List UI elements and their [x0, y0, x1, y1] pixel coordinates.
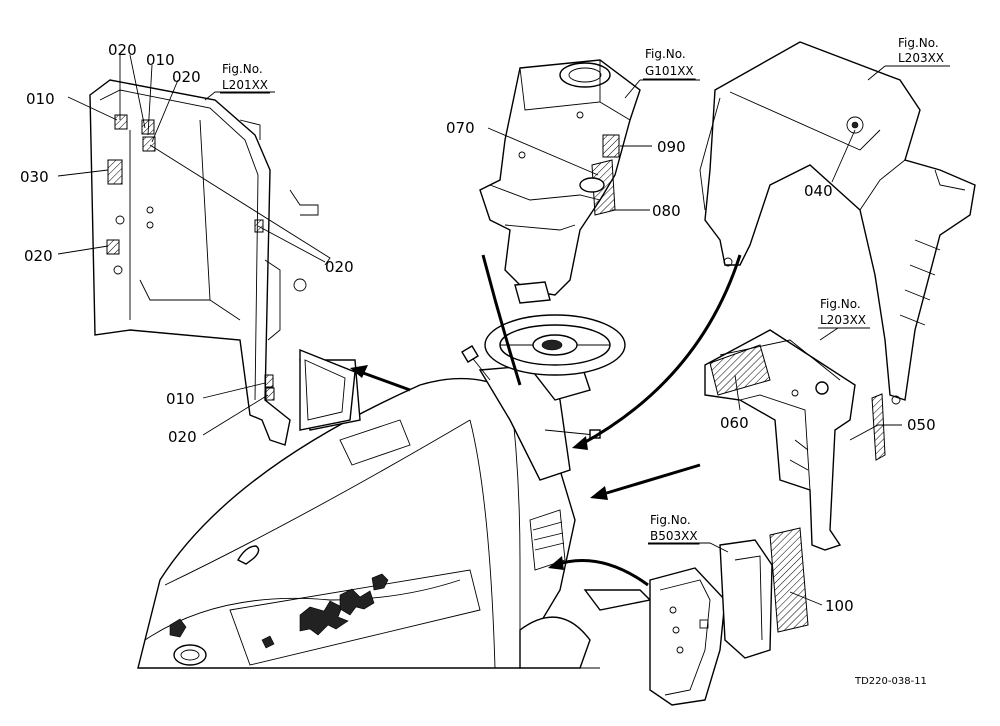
side-fender-panel: [704, 329, 886, 551]
callout-090: 090: [657, 138, 686, 156]
figure-ref-g101: Fig.No. G101XX: [643, 47, 696, 80]
callout-060: 060: [720, 414, 749, 432]
fig-ref-code: G101XX: [645, 64, 694, 78]
callout-labels: 020 010 020 010 030 020 020 010 020 070 …: [20, 41, 936, 615]
callout-030: 030: [20, 168, 49, 186]
callout-010: 010: [146, 51, 175, 69]
figure-ref-l203-top: Fig.No. L203XX: [896, 36, 947, 67]
callout-020: 020: [168, 428, 197, 446]
callout-100: 100: [825, 597, 854, 615]
callout-020: 020: [325, 258, 354, 276]
callout-020: 020: [24, 247, 53, 265]
fig-ref-title: Fig.No.: [898, 36, 939, 50]
figure-ref-l203-mid: Fig.No. L203XX: [818, 297, 869, 329]
steering-wheel: [484, 314, 626, 376]
rear-fender-cover: [699, 41, 976, 405]
callout-070: 070: [446, 119, 475, 137]
fig-ref-code: L203XX: [898, 51, 944, 65]
fig-ref-code: L201XX: [222, 78, 268, 92]
fig-ref-code: L203XX: [820, 313, 866, 327]
figure-ref-b503: Fig.No. B503XX: [648, 513, 700, 545]
fig-ref-title: Fig.No.: [222, 62, 263, 76]
drawing-code: TD220-038-11: [854, 676, 927, 687]
fig-ref-code: B503XX: [650, 529, 698, 543]
callout-040: 040: [804, 182, 833, 200]
rops-frame-panel: [89, 79, 356, 446]
steering-column-cover: [479, 59, 641, 304]
fig-ref-title: Fig.No.: [645, 47, 686, 61]
callout-020: 020: [108, 41, 137, 59]
figure-ref-l201: Fig.No. L201XX: [220, 62, 271, 94]
leader-lines: [57, 54, 950, 606]
callout-080: 080: [652, 202, 681, 220]
callout-020: 020: [172, 68, 201, 86]
tractor-body: [137, 344, 652, 669]
assembly-arrows: [350, 254, 742, 587]
callout-010: 010: [166, 390, 195, 408]
fig-ref-title: Fig.No.: [650, 513, 691, 527]
callout-010: 010: [26, 90, 55, 108]
callout-050: 050: [907, 416, 936, 434]
fig-ref-title: Fig.No.: [820, 297, 861, 311]
battery-bracket-case: [649, 527, 809, 706]
